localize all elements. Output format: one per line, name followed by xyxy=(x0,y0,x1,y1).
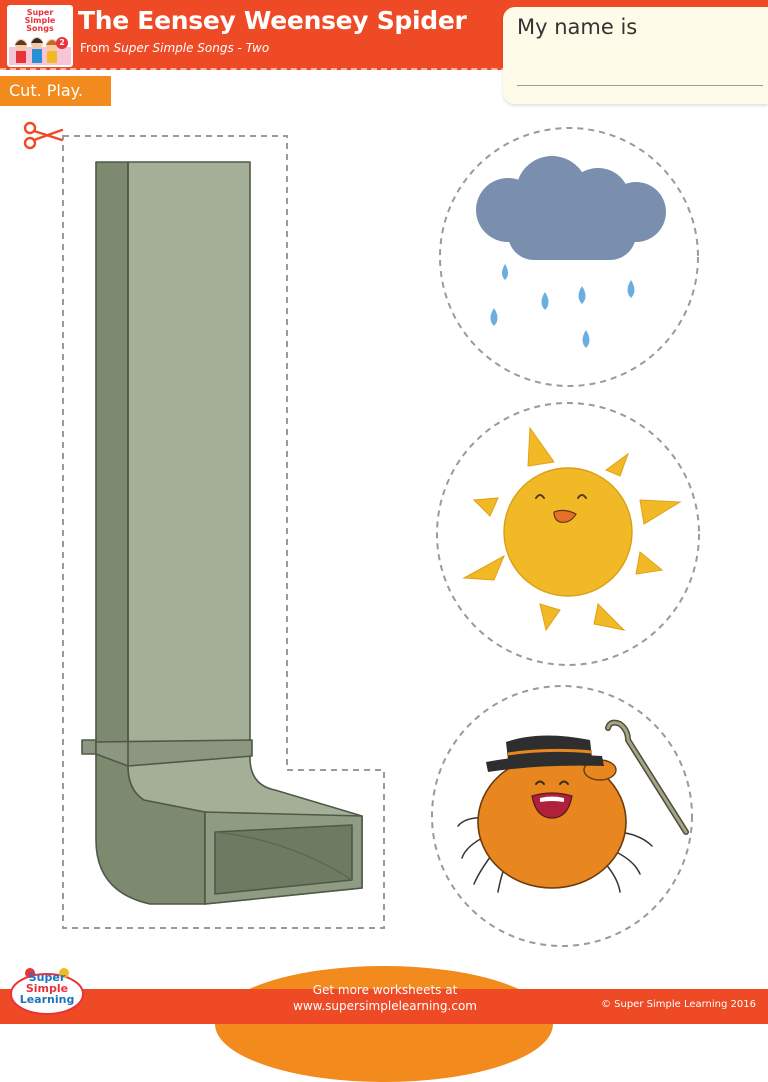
raindrops xyxy=(490,264,635,348)
page-title: The Eensey Weensey Spider xyxy=(78,6,467,35)
smiling-sun-illustration xyxy=(462,426,682,632)
spider-cut-outline[interactable] xyxy=(431,685,693,947)
cover-title: Super Simple Songs xyxy=(24,8,56,33)
instruction-label: Cut. Play. xyxy=(0,76,111,106)
drainpipe-illustration xyxy=(81,161,363,905)
sun-cut-outline[interactable] xyxy=(436,402,700,666)
logo-text: Super Simple Learning xyxy=(8,972,86,1005)
rain-cloud-illustration xyxy=(476,156,666,348)
cover-number-badge: 2 xyxy=(56,37,68,49)
name-write-line[interactable] xyxy=(517,85,763,86)
logo-line-1: Super xyxy=(28,971,66,984)
rain-cloud-cut-outline[interactable] xyxy=(439,127,699,387)
scissors-icon xyxy=(23,121,64,150)
page-subtitle: From Super Simple Songs - Two xyxy=(80,41,269,55)
footer-website-link[interactable]: www.supersimplelearning.com xyxy=(293,999,477,1013)
logo-badge-icon xyxy=(10,968,84,1015)
footer-copyright: © Super Simple Learning 2016 xyxy=(600,999,756,1010)
kids-illustration-icon xyxy=(9,37,71,65)
name-box: My name is xyxy=(503,7,768,104)
name-label: My name is xyxy=(517,15,638,39)
super-simple-learning-logo: Super Simple Learning xyxy=(8,966,86,1018)
logo-line-2: Simple xyxy=(25,982,69,995)
subtitle-prefix: From xyxy=(80,41,114,55)
cutout-artwork xyxy=(23,121,700,947)
drainpipe-cut-outline[interactable] xyxy=(62,135,385,929)
footer-cta: Get more worksheets at www.supersimplele… xyxy=(240,982,530,1014)
header-divider xyxy=(0,68,768,70)
spider-with-hat-illustration xyxy=(457,719,689,893)
footer-cta-text: Get more worksheets at xyxy=(312,983,458,997)
footer-band xyxy=(0,989,768,1024)
album-cover-thumbnail: Super Simple Songs 2 xyxy=(7,5,73,67)
subtitle-source: Super Simple Songs - Two xyxy=(113,41,270,55)
logo-line-3: Learning xyxy=(19,993,75,1006)
